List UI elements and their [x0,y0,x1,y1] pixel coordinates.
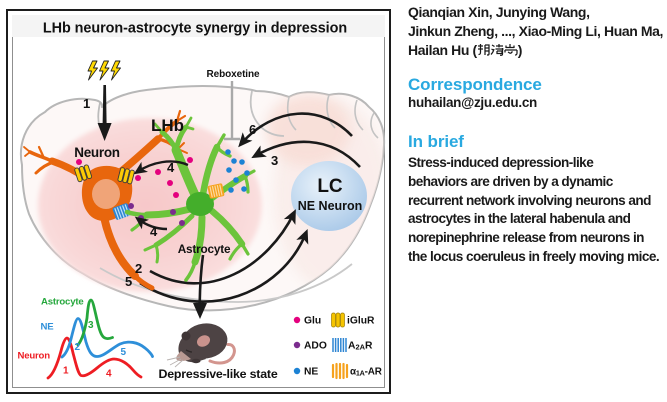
svg-text:α1A-AR: α1A-AR [350,367,382,378]
svg-text:LHb: LHb [151,116,184,135]
svg-text:2: 2 [135,261,142,276]
svg-text:NE: NE [304,367,318,378]
svg-text:Reboxetine: Reboxetine [207,69,260,80]
svg-text:ADO: ADO [304,341,327,352]
svg-text:5: 5 [121,347,127,358]
svg-text:LC: LC [317,176,343,197]
svg-text:5: 5 [125,274,132,289]
svg-text:iGluR: iGluR [347,316,375,327]
svg-text:1: 1 [83,96,90,111]
svg-text:NE Neuron: NE Neuron [298,199,363,213]
svg-text:NE: NE [41,322,55,333]
svg-text:Neuron: Neuron [74,145,120,160]
svg-text:A2AR: A2AR [348,341,373,352]
svg-text:1: 1 [63,366,69,377]
svg-text:Glu: Glu [304,316,321,327]
svg-text:Depressive-like state: Depressive-like state [158,367,277,381]
svg-text:4: 4 [167,160,175,175]
svg-text:4: 4 [150,224,158,239]
svg-text:2: 2 [75,342,81,353]
svg-text:6: 6 [249,122,256,137]
svg-text:LHb neuron-astrocyte synergy i: LHb neuron-astrocyte synergy in depressi… [43,20,347,36]
svg-text:Astrocyte: Astrocyte [41,297,83,308]
svg-text:3: 3 [88,320,94,331]
svg-text:4: 4 [106,369,112,380]
svg-text:Neuron: Neuron [18,351,51,362]
svg-text:Astrocyte: Astrocyte [178,242,231,256]
svg-text:3: 3 [271,153,278,168]
